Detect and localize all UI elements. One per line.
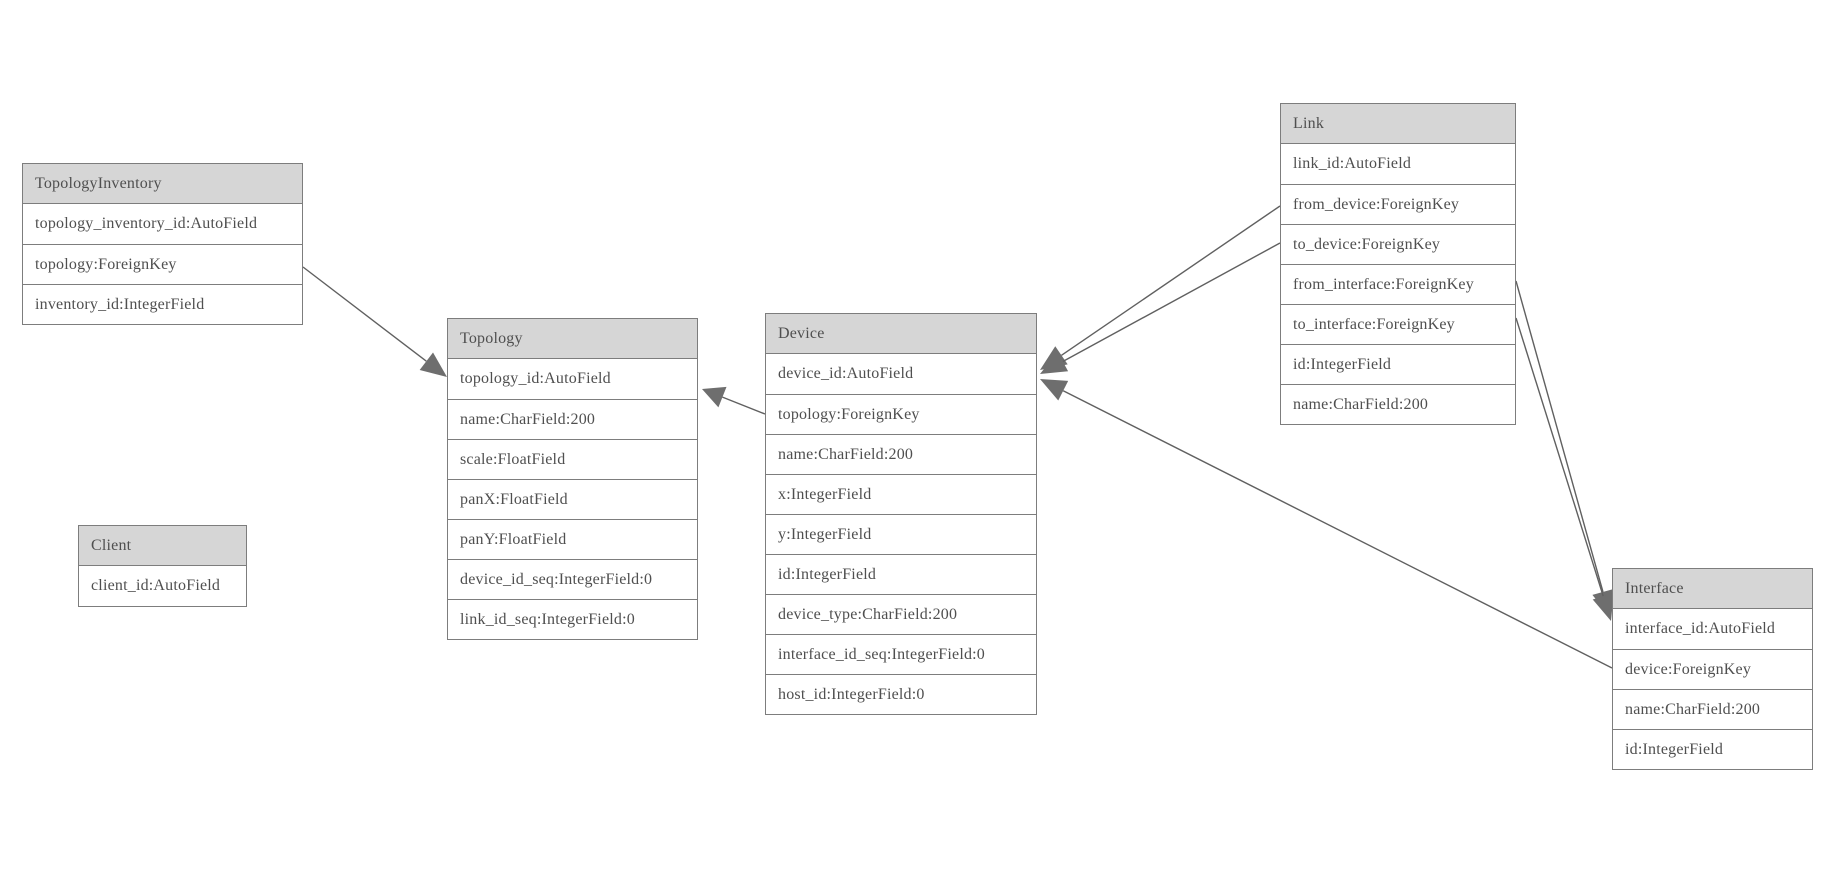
field-row-link: from_device:ForeignKey <box>1281 184 1515 224</box>
field-row-topologyinventory: topology_inventory_id:AutoField <box>23 204 302 244</box>
field-row-topology: panY:FloatField <box>448 519 697 559</box>
field-row-topology: scale:FloatField <box>448 439 697 479</box>
entity-title-link: Link <box>1281 104 1515 144</box>
edge-link-from_device-to-device-line <box>1061 205 1281 356</box>
edge-interface-device-to-device-arrowhead-icon <box>1040 379 1069 401</box>
edge-topologyinventory-topology-to-topology-arrowhead-icon <box>419 352 447 377</box>
entity-title-topology: Topology <box>448 319 697 359</box>
edge-topologyinventory-topology-to-topology-line <box>302 266 427 362</box>
field-row-device: device_id:AutoField <box>766 354 1036 394</box>
edge-link-from_interface-to-interface-line <box>1515 280 1604 593</box>
field-row-device: device_type:CharField:200 <box>766 594 1036 634</box>
field-row-link: to_interface:ForeignKey <box>1281 304 1515 344</box>
edge-device-topology-to-topology-arrowhead-icon <box>702 386 727 408</box>
entity-title-topologyinventory: TopologyInventory <box>23 164 302 204</box>
field-row-topology: name:CharField:200 <box>448 399 697 439</box>
field-row-interface: name:CharField:200 <box>1613 689 1812 729</box>
field-row-topology: topology_id:AutoField <box>448 359 697 399</box>
edge-device-topology-to-topology-line <box>722 396 766 415</box>
entity-title-device: Device <box>766 314 1036 354</box>
field-row-topologyinventory: topology:ForeignKey <box>23 244 302 284</box>
field-row-device: id:IntegerField <box>766 554 1036 594</box>
field-row-client: client_id:AutoField <box>79 566 246 606</box>
field-row-interface: interface_id:AutoField <box>1613 609 1812 649</box>
field-row-link: id:IntegerField <box>1281 344 1515 384</box>
edge-link-to_device-to-device-arrowhead-icon <box>1040 351 1069 374</box>
edge-link-to_interface-to-interface-line <box>1515 317 1604 597</box>
field-row-device: x:IntegerField <box>766 474 1036 514</box>
edge-link-to_interface-to-interface-arrowhead-icon <box>1592 592 1614 621</box>
field-row-device: interface_id_seq:IntegerField:0 <box>766 634 1036 674</box>
field-row-topology: device_id_seq:IntegerField:0 <box>448 559 697 599</box>
field-row-device: name:CharField:200 <box>766 434 1036 474</box>
field-row-link: link_id:AutoField <box>1281 144 1515 184</box>
edge-link-to_device-to-device-line <box>1062 242 1281 363</box>
field-row-link: to_device:ForeignKey <box>1281 224 1515 264</box>
entity-title-client: Client <box>79 526 246 566</box>
field-row-topologyinventory: inventory_id:IntegerField <box>23 284 302 324</box>
field-row-device: y:IntegerField <box>766 514 1036 554</box>
entity-title-interface: Interface <box>1613 569 1812 609</box>
field-row-link: name:CharField:200 <box>1281 384 1515 424</box>
field-row-device: topology:ForeignKey <box>766 394 1036 434</box>
field-row-link: from_interface:ForeignKey <box>1281 264 1515 304</box>
field-row-topology: link_id_seq:IntegerField:0 <box>448 599 697 639</box>
field-row-device: host_id:IntegerField:0 <box>766 674 1036 714</box>
field-row-interface: id:IntegerField <box>1613 729 1812 769</box>
field-row-topology: panX:FloatField <box>448 479 697 519</box>
field-row-interface: device:ForeignKey <box>1613 649 1812 689</box>
edge-interface-device-to-device-line <box>1062 390 1613 669</box>
